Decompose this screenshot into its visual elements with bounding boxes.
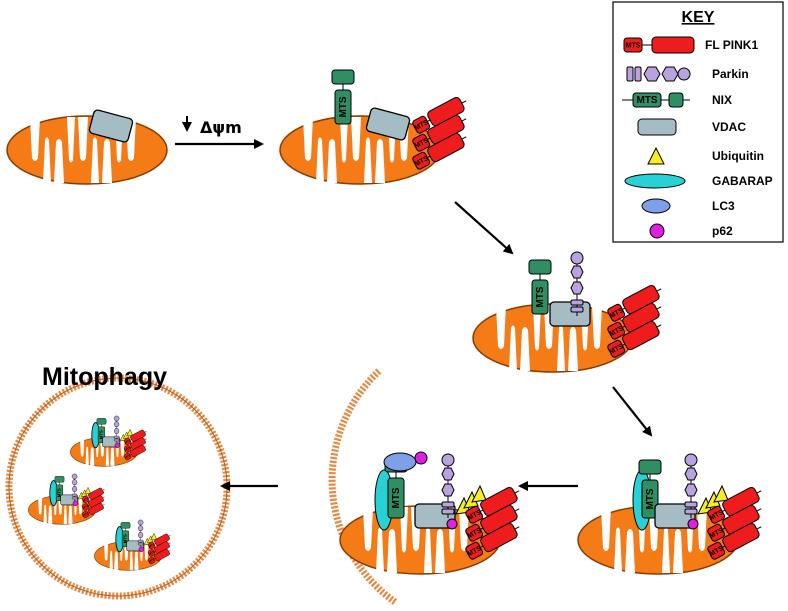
pink1-icon: MTS xyxy=(623,36,695,54)
vdac-icon xyxy=(549,301,591,327)
svg-text:MTS: MTS xyxy=(148,550,155,556)
svg-text:MTS: MTS xyxy=(123,534,128,543)
key-label: Parkin xyxy=(712,67,749,81)
key-title: KEY xyxy=(682,9,715,26)
svg-text:MTS: MTS xyxy=(82,504,89,510)
parkin-icon xyxy=(71,473,78,501)
nix-icon: MTS xyxy=(638,459,662,519)
svg-text:MTS: MTS xyxy=(626,43,641,50)
ubiquitin-icon xyxy=(126,428,133,437)
key-label: NIX xyxy=(712,93,732,107)
parkin-icon xyxy=(684,453,698,518)
arrow-step-2 xyxy=(454,201,514,255)
pink1-icon: MTS xyxy=(147,533,171,550)
svg-text:MTS: MTS xyxy=(124,438,131,444)
svg-text:MTS: MTS xyxy=(535,286,546,307)
p62-icon xyxy=(414,451,428,465)
pink1-icon: MTS xyxy=(123,437,147,453)
key-label: FL PINK1 xyxy=(705,38,758,52)
svg-text:MTS: MTS xyxy=(645,488,656,509)
phagophore-membrane xyxy=(328,367,398,605)
page-title: Mitophagy xyxy=(42,363,167,391)
svg-text:MTS: MTS xyxy=(82,496,89,502)
key-label: GABARAP xyxy=(712,174,773,188)
svg-text:MTS: MTS xyxy=(338,96,349,117)
lc3-icon xyxy=(383,452,417,472)
ubiquitin-icon xyxy=(713,484,729,503)
mitochondrion xyxy=(577,505,739,575)
svg-text:MTS: MTS xyxy=(636,95,657,106)
nix-icon: MTS xyxy=(622,92,690,108)
svg-text:MTS: MTS xyxy=(82,511,89,517)
svg-text:MTS: MTS xyxy=(57,488,62,497)
pink1-icon: MTS xyxy=(412,96,467,134)
parkin-icon xyxy=(137,519,144,547)
mitochondrion xyxy=(70,437,138,467)
pink1-icon: MTS xyxy=(412,114,467,152)
parkin-icon xyxy=(570,251,584,316)
svg-text:MTS: MTS xyxy=(148,557,155,563)
mitochondrion xyxy=(472,303,634,373)
pink1-icon: MTS xyxy=(465,486,520,524)
key-label: VDAC xyxy=(712,120,746,134)
pink1-icon: MTS xyxy=(81,502,105,519)
pink1-icon: MTS xyxy=(607,284,662,322)
pink1-icon: MTS xyxy=(147,541,171,557)
pink1-icon: MTS xyxy=(465,504,520,542)
gabarap-icon xyxy=(624,173,686,189)
svg-text:MTS: MTS xyxy=(124,453,131,459)
pink1-icon: MTS xyxy=(412,132,467,170)
parkin-icon xyxy=(626,66,691,82)
vdac-icon xyxy=(88,109,134,143)
p62-icon xyxy=(687,518,699,530)
pink1-icon: MTS xyxy=(465,522,520,560)
ubiquitin-icon xyxy=(150,532,157,541)
pink1-icon: MTS xyxy=(607,320,662,358)
pink1-icon: MTS xyxy=(707,522,762,560)
condition-label: Δψm xyxy=(200,118,242,137)
key-label: LC3 xyxy=(712,199,735,213)
parkin-icon xyxy=(113,415,120,443)
svg-text:MTS: MTS xyxy=(391,487,402,508)
nix-icon: MTS xyxy=(528,259,552,315)
svg-text:MTS: MTS xyxy=(148,542,155,548)
svg-text:MTS: MTS xyxy=(124,446,131,452)
p62-icon xyxy=(649,223,665,239)
pink1-icon: MTS xyxy=(707,486,762,524)
parkin-icon xyxy=(441,453,455,518)
pink1-icon: MTS xyxy=(707,504,762,542)
key-label: p62 xyxy=(712,224,733,238)
pink1-icon: MTS xyxy=(123,444,147,461)
vdac-icon xyxy=(637,118,677,136)
mitochondrion-stage-1 xyxy=(6,109,168,185)
pink1-icon: MTS xyxy=(123,429,147,446)
arrow-step-3 xyxy=(612,386,653,437)
mitochondrion xyxy=(6,115,168,185)
key-label: Ubiquitin xyxy=(712,149,764,163)
ubiquitin-icon xyxy=(647,146,665,165)
svg-text:MTS: MTS xyxy=(99,430,104,439)
p62-icon xyxy=(446,518,458,530)
nix-icon: MTS xyxy=(331,69,355,125)
ubiquitin-icon xyxy=(471,484,487,503)
vdac-icon xyxy=(365,107,411,141)
ubiquitin-icon xyxy=(84,486,91,495)
pink1-icon: MTS xyxy=(147,548,171,565)
lc3-icon xyxy=(641,198,671,214)
nix-icon: MTS xyxy=(96,418,107,443)
